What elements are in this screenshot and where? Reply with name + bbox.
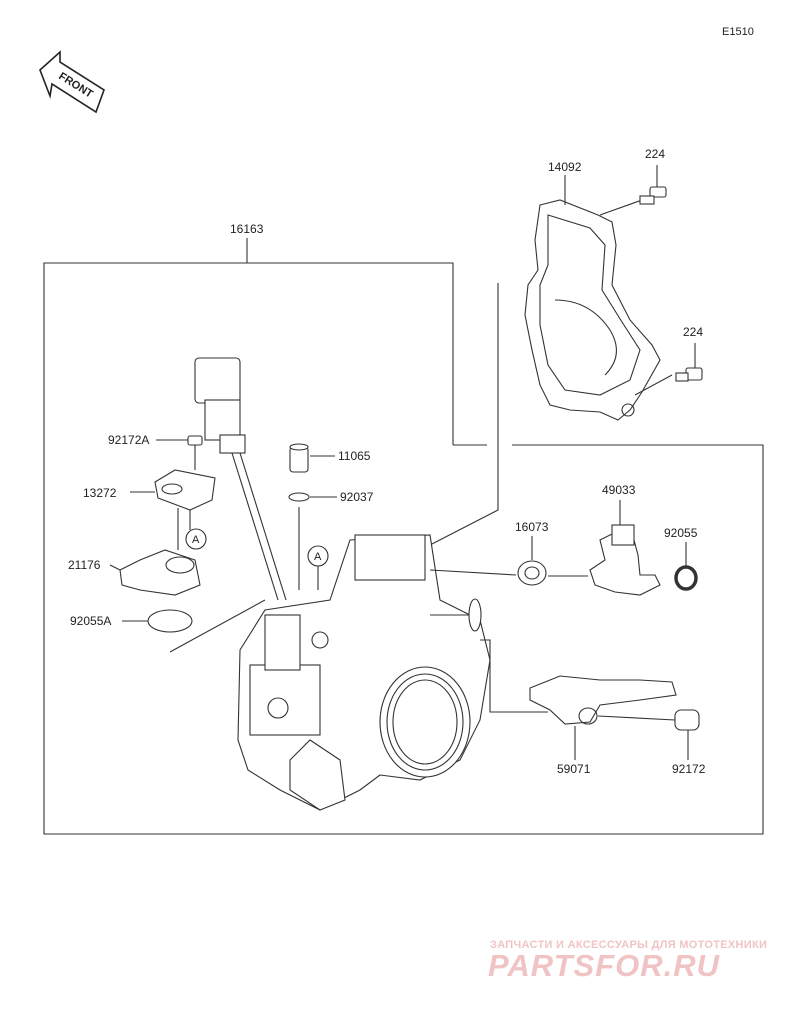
bolt-224-bottom bbox=[675, 343, 703, 382]
bracket-13272 bbox=[130, 469, 216, 530]
assembly-frame bbox=[43, 262, 764, 835]
front-arrow-icon bbox=[39, 50, 105, 114]
sensor-21176 bbox=[109, 508, 201, 596]
washer-92055 bbox=[674, 542, 698, 591]
throttle-body bbox=[237, 534, 491, 811]
screw-92172 bbox=[597, 709, 700, 760]
watermark-tagline: ЗАПЧАСТИ И АКСЕССУАРЫ ДЛЯ МОТОТЕХНИКИ bbox=[490, 939, 768, 951]
callout-16163: 16163 bbox=[230, 222, 264, 236]
callout-21176: 21176 bbox=[68, 558, 101, 572]
bolt-224-top bbox=[639, 165, 667, 205]
callout-16073: 16073 bbox=[515, 520, 549, 534]
callout-14092: 14092 bbox=[548, 160, 582, 174]
callout-59071: 59071 bbox=[557, 762, 591, 776]
callout-92172: 92172 bbox=[672, 762, 706, 776]
sensor-harness bbox=[194, 357, 287, 601]
callout-224-top: 224 bbox=[645, 147, 666, 161]
sensor-59071 bbox=[480, 639, 677, 760]
callout-92055a: 92055A bbox=[70, 614, 112, 628]
callout-13272: 13272 bbox=[83, 486, 117, 500]
watermark-logo: PARTSFOR.RU bbox=[488, 948, 721, 983]
callout-49033: 49033 bbox=[602, 483, 636, 497]
ref-circle-a-left bbox=[185, 528, 207, 550]
cap-11065 bbox=[289, 443, 335, 473]
diagram-code: E1510 bbox=[722, 26, 754, 38]
ref-a-left-label: A bbox=[192, 534, 200, 546]
oring-92055a bbox=[147, 609, 193, 633]
callout-11065: 11065 bbox=[338, 449, 371, 463]
callout-92037: 92037 bbox=[340, 490, 374, 504]
callout-224-bottom: 224 bbox=[683, 325, 704, 339]
injector-49033 bbox=[589, 500, 661, 596]
callout-92172a: 92172A bbox=[108, 433, 150, 447]
ref-a-right-label: A bbox=[314, 551, 322, 563]
callout-92055: 92055 bbox=[664, 526, 698, 540]
cover-part bbox=[524, 175, 673, 421]
screw-92172a bbox=[156, 435, 203, 470]
grommet-16073 bbox=[429, 536, 588, 586]
oring-92037 bbox=[288, 492, 310, 502]
